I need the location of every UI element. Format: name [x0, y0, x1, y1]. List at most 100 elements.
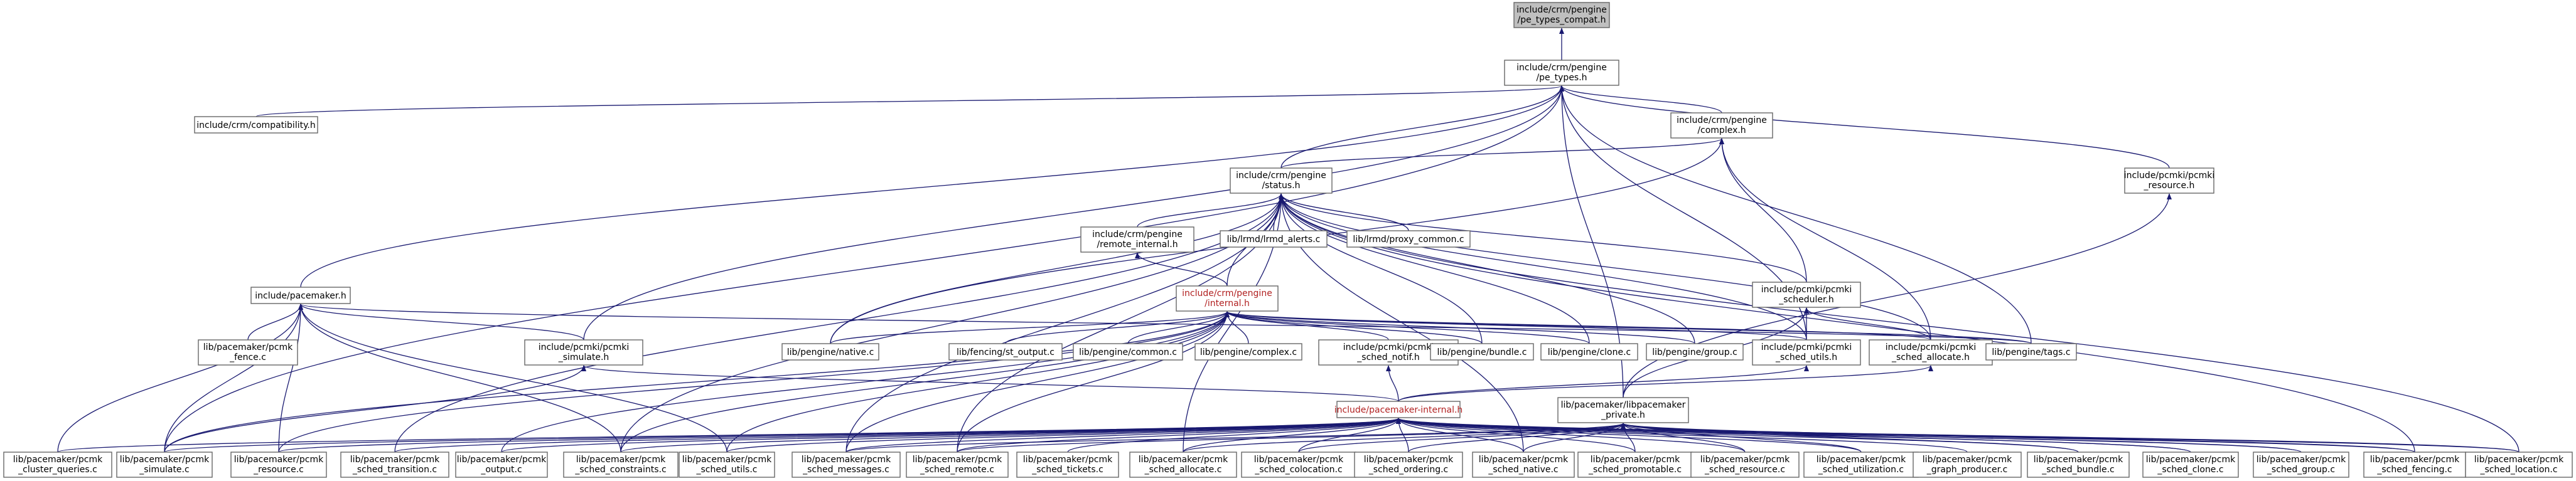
node-b-sched-constraints[interactable]: lib/pacemaker/pcmk_sched_constraints.c: [563, 452, 679, 478]
node-b-resource[interactable]: lib/pacemaker/pcmk_resource.c: [230, 452, 327, 478]
node-label-line: _sched_messages.c: [802, 465, 889, 475]
node-pe-internal[interactable]: include/crm/pengine/internal.h: [1176, 285, 1279, 312]
node-label-line: lib/pengine/native.c: [787, 347, 874, 357]
node-complex[interactable]: include/crm/pengine/complex.h: [1670, 112, 1773, 139]
node-label-line: lib/pacemaker/pcmk: [913, 455, 1002, 465]
edge-b_sched_constraints-to-pacemaker_h: [298, 304, 621, 453]
edge-tags-to-pacemaker_h: [298, 304, 2032, 344]
node-scheduler-h[interactable]: include/pcmki/pcmki_scheduler.h: [1752, 282, 1861, 308]
edge-b_sched_clone-to-libpacemaker_private: [1621, 423, 2191, 453]
node-label-line: include/pcmki/pcmki: [1886, 342, 1977, 352]
node-box: [1354, 452, 1463, 478]
node-box: [1504, 60, 1619, 86]
node-label-line: lib/pacemaker/pcmk: [203, 342, 293, 352]
node-b-sched-native[interactable]: lib/pacemaker/pcmk_sched_native.c: [1472, 452, 1575, 478]
node-b-sched-utilization[interactable]: lib/pacemaker/pcmk_sched_utilization.c: [1803, 452, 1919, 478]
edge-pacemaker_h-to-pe_types: [300, 85, 1564, 288]
node-b-sched-location[interactable]: lib/pacemaker/pcmk_sched_location.c: [2465, 452, 2573, 478]
node-label-line: lib/pacemaker/pcmk: [1700, 455, 1790, 465]
node-label-line: lib/pacemaker/pcmk: [1254, 455, 1344, 465]
node-label-line: /pe_types_compat.h: [1518, 15, 1606, 25]
node-b-sched-tickets[interactable]: lib/pacemaker/pcmk_sched_tickets.c: [1016, 452, 1119, 478]
node-label-line: lib/pacemaker/libpacemaker: [1561, 400, 1686, 410]
node-b-sched-transition[interactable]: lib/pacemaker/pcmk_sched_transition.c: [340, 452, 449, 478]
node-label-line: _sched_bundle.c: [2041, 465, 2115, 475]
node-status[interactable]: include/crm/pengine/status.h: [1230, 167, 1333, 194]
node-b-sched-utils[interactable]: lib/pacemaker/pcmk_sched_utils.c: [679, 452, 775, 478]
node-libpacemaker-private[interactable]: lib/pacemaker/libpacemaker_private.h: [1557, 397, 1689, 423]
node-b-sched-remote[interactable]: lib/pacemaker/pcmk_sched_remote.c: [906, 452, 1009, 478]
node-remote-internal[interactable]: include/crm/pengine/remote_internal.h: [1080, 226, 1194, 253]
node-fence-c[interactable]: lib/pacemaker/pcmk_fence.c: [198, 339, 298, 366]
edge-bundle-to-status: [1279, 193, 1483, 344]
edge-b_sched_colocation-to-libpacemaker_private: [1298, 423, 1626, 453]
node-label-line: _private.h: [1601, 410, 1645, 420]
node-b-sched-messages[interactable]: lib/pacemaker/pcmk_sched_messages.c: [792, 452, 901, 478]
edge-b_sched_allocate-to-libpacemaker_private: [1183, 423, 1626, 453]
node-proxy-common[interactable]: lib/lrmd/proxy_common.c: [1346, 230, 1471, 248]
node-label-line: _sched_ordering.c: [1368, 465, 1449, 475]
node-box: [1176, 285, 1279, 312]
node-label-line: lib/pacemaker/pcmk: [1591, 455, 1680, 465]
edge-st_output-to-pe_internal: [1005, 311, 1230, 344]
node-bundle[interactable]: lib/pengine/bundle.c: [1430, 343, 1534, 361]
node-label-line: include/crm/pengine: [1677, 115, 1767, 125]
node-box: [781, 343, 879, 361]
node-b-sched-resource[interactable]: lib/pacemaker/pcmk_sched_resource.c: [1690, 452, 1800, 478]
node-native[interactable]: lib/pengine/native.c: [781, 343, 879, 361]
node-simulate-h[interactable]: include/pcmki/pcmki_simulate.h: [524, 339, 643, 366]
node-b-sched-ordering[interactable]: lib/pacemaker/pcmk_sched_ordering.c: [1354, 452, 1463, 478]
node-pcmki-resource-h[interactable]: include/pcmki/pcmki_resource.h: [2124, 167, 2215, 194]
node-b-sched-bundle[interactable]: lib/pacemaker/pcmk_sched_bundle.c: [2027, 452, 2130, 478]
node-b-graph-producer[interactable]: lib/pacemaker/pcmk_graph_producer.c: [1913, 452, 2022, 478]
node-box: [1472, 452, 1575, 478]
node-label-line: include/pcmki/pcmki: [2124, 171, 2215, 181]
node-b-simulate[interactable]: lib/pacemaker/pcmk_simulate.c: [116, 452, 213, 478]
node-b-sched-clone[interactable]: lib/pacemaker/pcmk_sched_clone.c: [2142, 452, 2239, 478]
node-tags[interactable]: lib/pengine/tags.c: [1985, 343, 2077, 361]
node-b-sched-colocation[interactable]: lib/pacemaker/pcmk_sched_colocation.c: [1241, 452, 1356, 478]
node-b-cluster-queries[interactable]: lib/pacemaker/pcmk_cluster_queries.c: [3, 452, 112, 478]
edge-b_sched_ordering-to-libpacemaker_private: [1408, 423, 1626, 453]
node-pe-types[interactable]: include/crm/pengine/pe_types.h: [1504, 60, 1619, 86]
node-pacemaker-internal[interactable]: include/pacemaker-internal.h: [1334, 401, 1463, 418]
edge-sched_allocate_h-to-scheduler_h: [1804, 307, 1931, 341]
node-sched-utils-h[interactable]: include/pcmki/pcmki_sched_utils.h: [1752, 339, 1861, 366]
node-label-line: include/crm/compatibility.h: [196, 120, 315, 130]
node-root[interactable]: include/crm/pengine/pe_types_compat.h: [1513, 2, 1610, 28]
edge-scheduler_h-to-complex: [1719, 138, 1807, 283]
node-lrmd-alerts[interactable]: lib/lrmd/lrmd_alerts.c: [1220, 230, 1328, 248]
node-b-sched-allocate[interactable]: lib/pacemaker/pcmk_sched_allocate.c: [1129, 452, 1237, 478]
node-sched-allocate-h[interactable]: include/pcmki/pcmki_sched_allocate.h: [1869, 339, 1993, 366]
node-box: [1073, 343, 1183, 361]
node-box: [1430, 343, 1534, 361]
edge-bundle-to-pe_internal: [1225, 311, 1483, 344]
node-label-line: lib/pacemaker/pcmk: [2370, 455, 2460, 465]
edge-b_sched_remote-to-libpacemaker_private: [957, 423, 1626, 453]
node-label-line: lib/pacemaker/pcmk: [457, 455, 547, 465]
edge-sched_notif_h-to-pe_internal: [1225, 311, 1389, 341]
node-common[interactable]: lib/pengine/common.c: [1073, 343, 1183, 361]
node-st-output[interactable]: lib/fencing/st_output.c: [948, 343, 1063, 361]
edge-pcmki_resource_h-to-pe_types: [1559, 85, 2170, 169]
node-box: [524, 339, 643, 366]
node-label-line: lib/pacemaker/pcmk: [1364, 455, 1454, 465]
node-b-output[interactable]: lib/pacemaker/pcmk_output.c: [455, 452, 548, 478]
node-box: [2124, 167, 2214, 194]
node-label-line: _sched_colocation.c: [1254, 465, 1342, 475]
node-label-line: lib/pacemaker/pcmk: [576, 455, 666, 465]
edge-tags-to-pe_types: [1559, 85, 2032, 344]
node-box: [116, 452, 213, 478]
node-b-sched-promotable[interactable]: lib/pacemaker/pcmk_sched_promotable.c: [1577, 452, 1693, 478]
node-clone[interactable]: lib/pengine/clone.c: [1540, 343, 1638, 361]
node-box: [1336, 401, 1461, 418]
node-group[interactable]: lib/pengine/group.c: [1646, 343, 1744, 361]
node-compatibility[interactable]: include/crm/compatibility.h: [194, 116, 318, 134]
node-label-line: lib/pacemaker/pcmk: [120, 455, 210, 465]
node-b-sched-group[interactable]: lib/pacemaker/pcmk_sched_group.c: [2253, 452, 2349, 478]
node-complex-c[interactable]: lib/pengine/complex.c: [1194, 343, 1302, 361]
node-label-line: include/pcmki/pcmki: [1761, 285, 1852, 295]
node-b-sched-fencing[interactable]: lib/pacemaker/pcmk_sched_fencing.c: [2363, 452, 2466, 478]
node-pacemaker-h[interactable]: include/pacemaker.h: [250, 287, 351, 304]
node-box: [679, 452, 775, 478]
